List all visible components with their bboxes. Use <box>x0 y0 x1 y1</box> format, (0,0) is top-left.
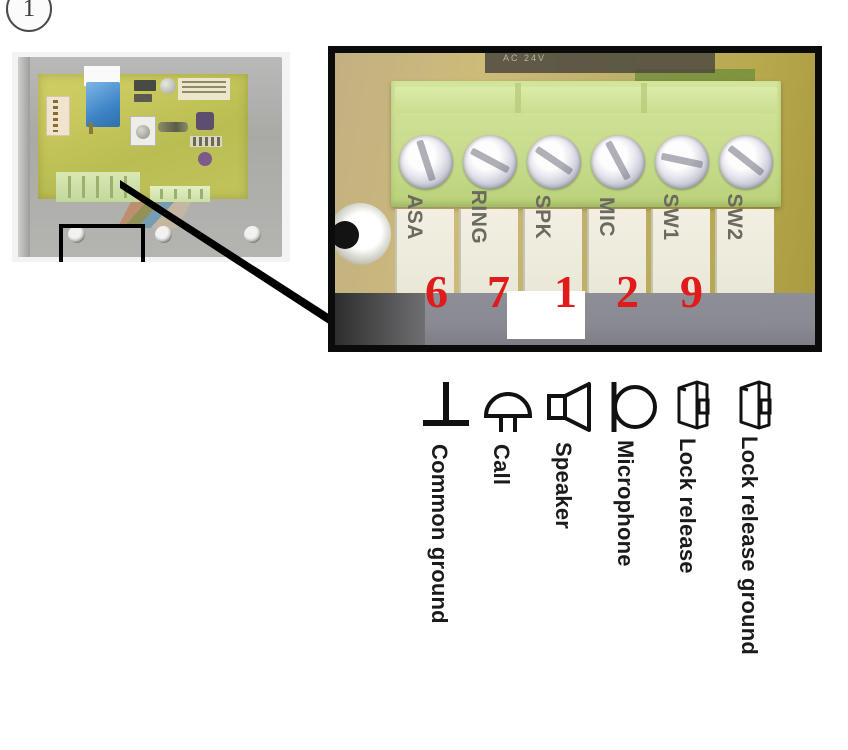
speaker-icon <box>539 376 601 438</box>
round-component <box>160 78 176 94</box>
resistor-array <box>190 136 222 147</box>
terminal-label-text: SW1 <box>658 193 682 241</box>
lower-terminal-strip <box>150 186 210 202</box>
silkscreen-text-block <box>178 78 230 100</box>
chip-component <box>134 80 156 91</box>
bell-icon <box>477 376 539 438</box>
circuit-board <box>38 66 261 243</box>
mounting-hole <box>155 226 172 243</box>
ground-icon <box>415 376 477 438</box>
terminal-label-text: RING <box>466 189 490 245</box>
terminal-label-text: SW2 <box>722 193 746 241</box>
potentiometer-icon <box>130 116 156 146</box>
wire-number-2: 2 <box>616 266 639 317</box>
caption-microphone: Microphone <box>613 440 638 567</box>
connector-notch <box>641 83 647 113</box>
mounting-hole <box>244 226 261 243</box>
caption-common-ground: Common ground <box>427 444 452 624</box>
step-number-badge: 1 <box>6 0 52 32</box>
caption-call: Call <box>489 444 514 486</box>
blue-capacitor-icon <box>86 82 120 134</box>
wire-number-6: 6 <box>425 266 448 317</box>
callout-pointer <box>120 180 338 330</box>
caption-lock-release: Lock release <box>675 438 700 574</box>
terminal-block-highlight <box>59 224 145 262</box>
terminal-label-text: MIC <box>594 197 618 237</box>
pin-header-icon <box>46 96 70 136</box>
board-top-label: AC 24V <box>503 53 547 63</box>
mounting-hole <box>68 226 85 243</box>
screw-terminal-5[interactable] <box>655 135 709 189</box>
step-number-label: 1 <box>22 0 36 22</box>
terminal-label-text: ASA <box>402 194 426 240</box>
caption-lock-release-ground: Lock release ground <box>737 436 762 655</box>
connector-ridge <box>395 87 777 113</box>
top-connector-shadow: AC 24V <box>485 53 715 73</box>
screw-terminal-6[interactable] <box>719 135 773 189</box>
terminal-label-text: SPK <box>530 194 554 240</box>
screw-terminal-connector <box>391 81 781 207</box>
board-mounting-hole <box>335 203 391 265</box>
lock-release-ground-icon <box>725 376 787 438</box>
transistor-component <box>196 112 214 130</box>
white-component <box>84 66 120 86</box>
screw-terminal-3[interactable] <box>527 135 581 189</box>
microphone-icon <box>601 376 663 438</box>
chip-component <box>134 94 152 102</box>
screw-terminal-1[interactable] <box>399 135 453 189</box>
purple-component <box>198 152 212 166</box>
pcb-photo <box>12 52 290 262</box>
screw-terminal-2[interactable] <box>463 135 517 189</box>
wire-number-9: 9 <box>680 266 703 317</box>
diode-component <box>158 122 188 132</box>
terminal-block-zoom-panel: AC 24V ASA RING SPK MIC SW1 SW2 6 <box>328 46 822 352</box>
caption-speaker: Speaker <box>551 442 576 530</box>
lock-release-icon <box>663 376 725 438</box>
screw-terminal-4[interactable] <box>591 135 645 189</box>
white-block <box>507 291 585 339</box>
wire-number-7: 7 <box>487 266 510 317</box>
connector-notch <box>515 83 521 113</box>
symbol-row <box>0 376 848 438</box>
wire-number-1: 1 <box>554 266 577 317</box>
